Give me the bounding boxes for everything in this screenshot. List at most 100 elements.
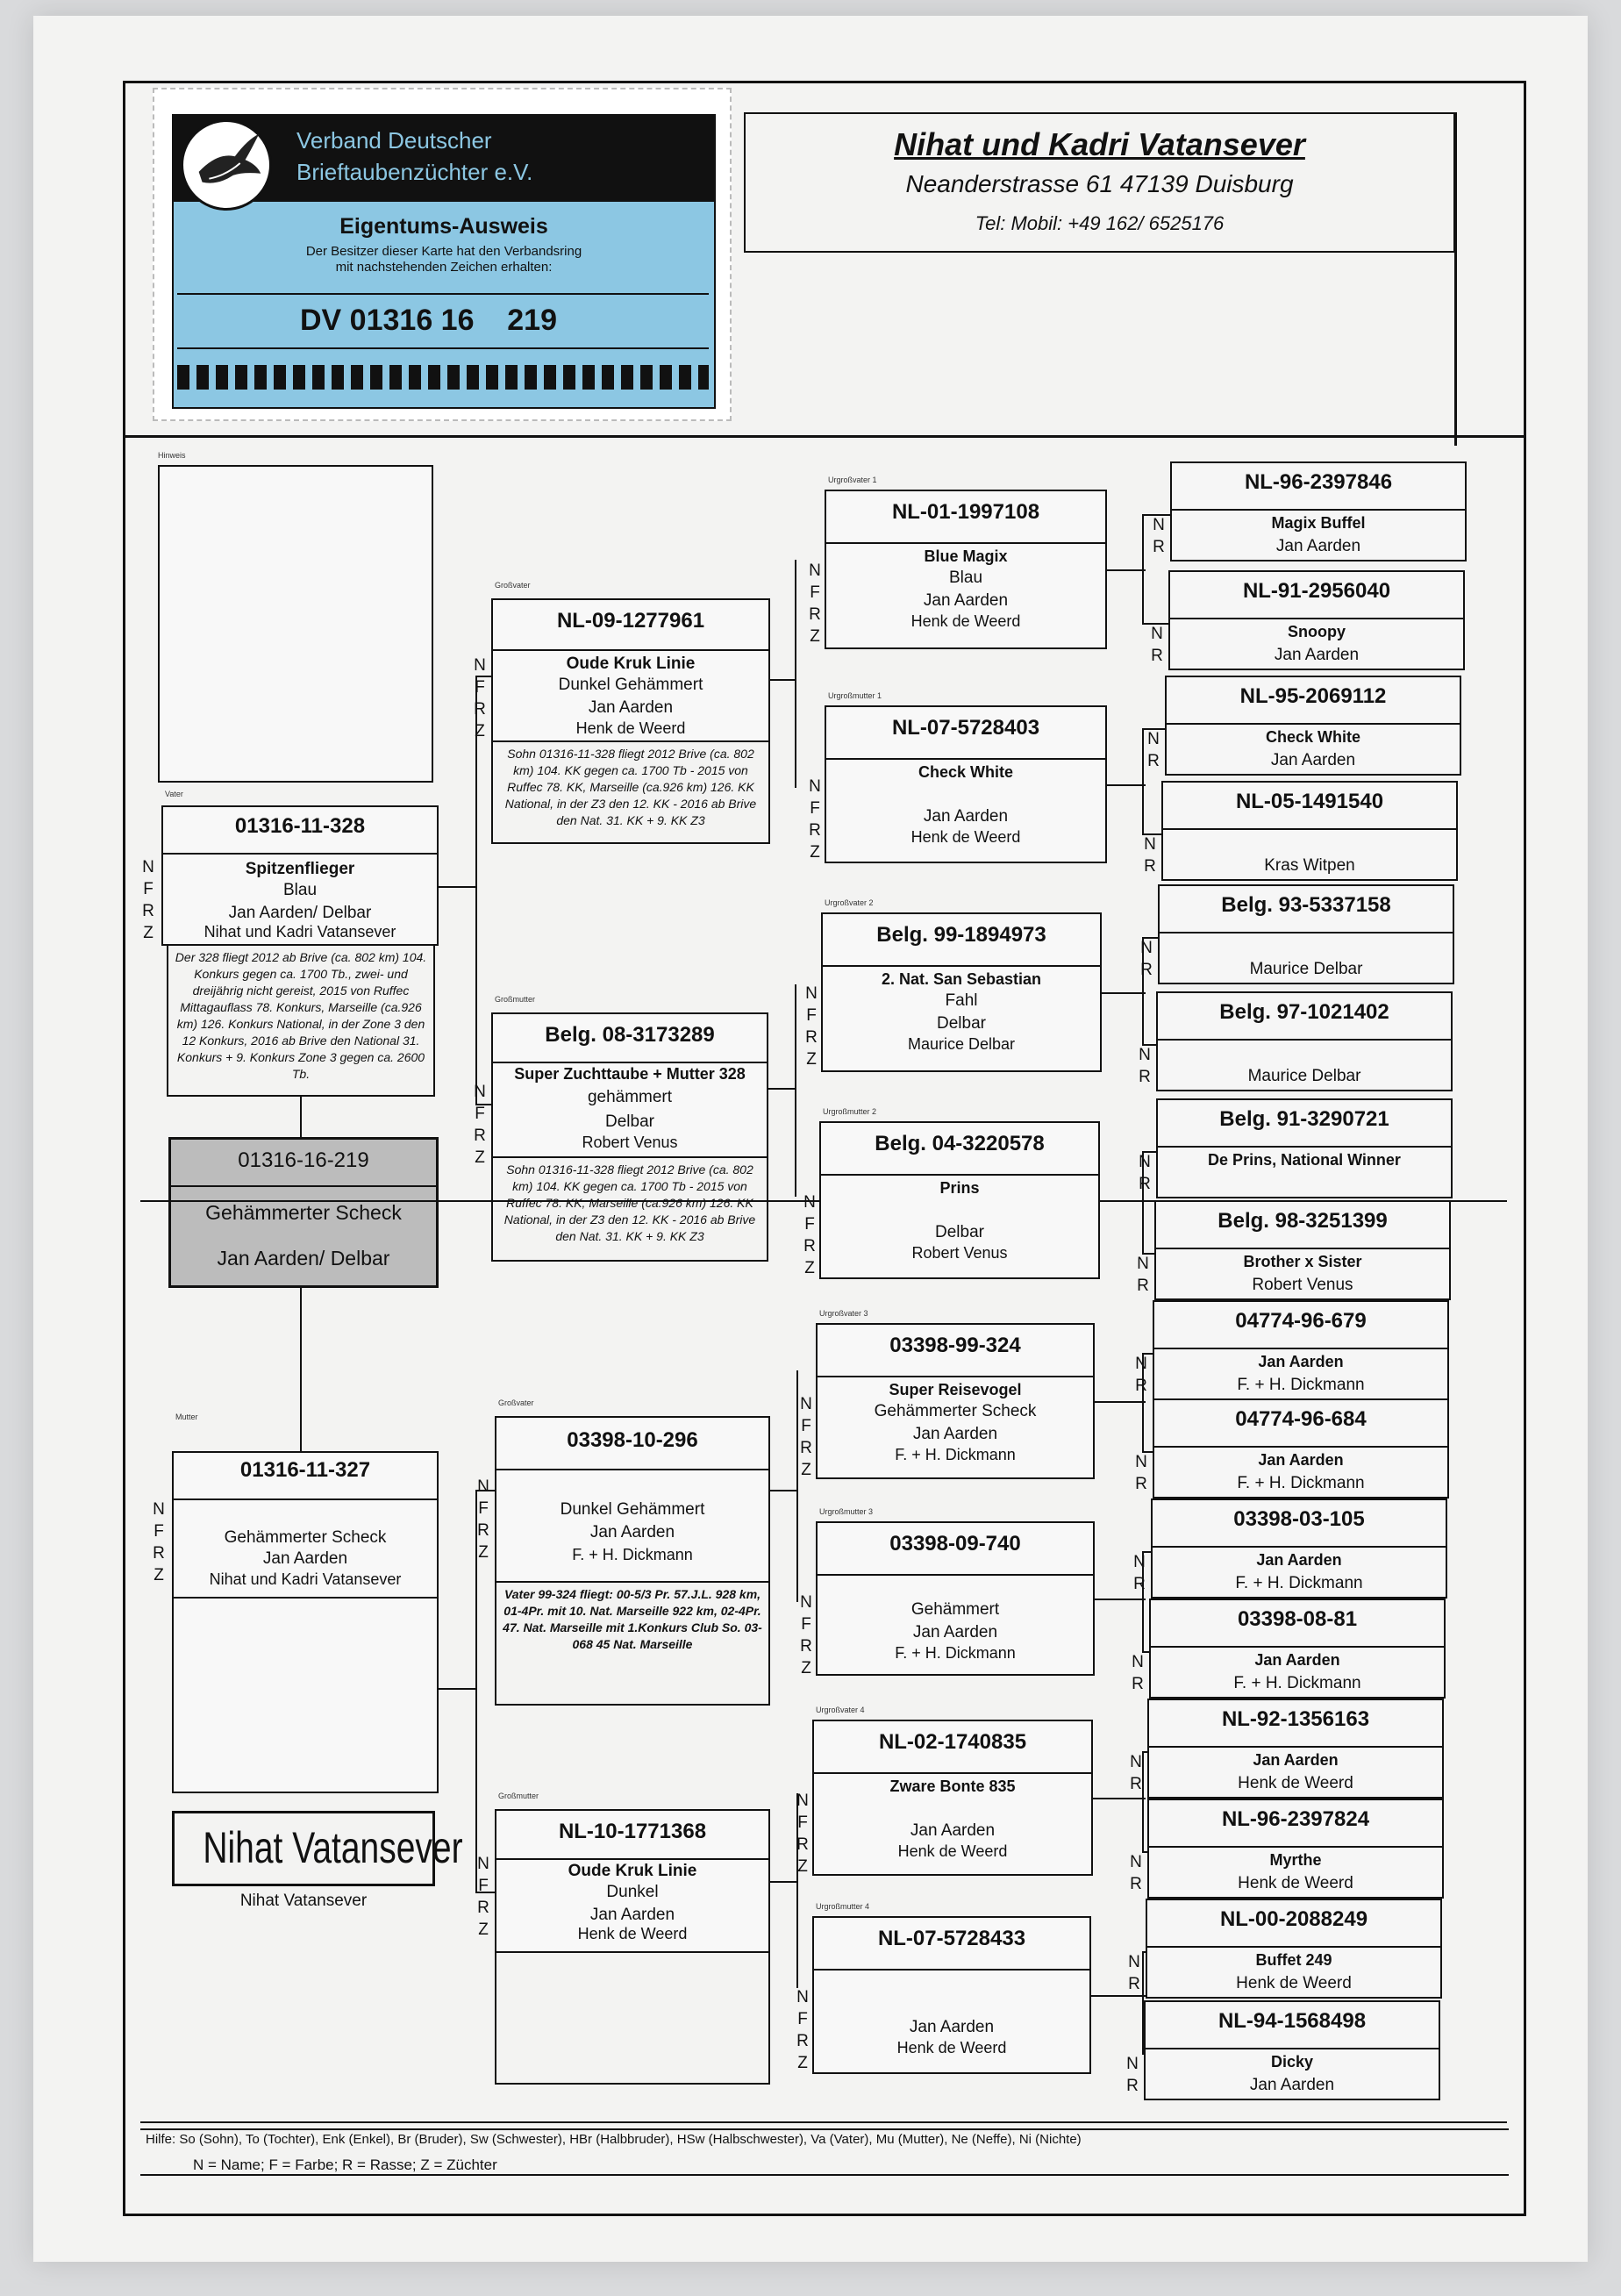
connector-mother-gp [439,1688,475,1690]
uug-name: Dicky [1270,2053,1314,2071]
uug-card: 04774-96-684 Jan Aarden F. + H. Dickmann [1153,1398,1449,1498]
letter-n: N [1147,730,1160,748]
ug-connector [1095,1401,1146,1403]
uug-ring-rule [1170,618,1463,619]
letter-z: Z [478,1920,489,1939]
letter-r: R [1128,1975,1140,1993]
letter-z: Z [797,1857,808,1876]
uug-ring-rule [1149,1846,1442,1848]
ug-ring: 03398-99-324 [889,1334,1021,1357]
connector-subject-mother [300,1288,302,1451]
letter-r: R [1139,1175,1151,1193]
card-org-line1: Verband Deutscher [296,127,492,154]
letter-r: R [1130,1875,1142,1893]
father-note: Der 328 fliegt 2012 ab Brive (ca. 802 km… [167,946,435,1097]
ownership-card: Verband Deutscher Brieftaubenzüchter e.V… [153,88,732,421]
ug-color: Blau [948,569,983,587]
uug-name: Jan Aarden [1258,1451,1344,1469]
letter-r: R [1153,538,1165,556]
ug-owner: Henk de Weerd [910,612,1021,630]
uug-ring-rule [1149,1746,1442,1748]
ug-card: Belg. 04-3220578 Prins Delbar Robert Ven… [819,1121,1100,1279]
letter-n: N [1135,1355,1147,1373]
gf1-label: Großvater [495,581,531,590]
ug-owner: Henk de Weerd [896,2039,1007,2056]
uug-ring-rule [1151,1646,1444,1648]
uug-ring: 03398-08-81 [1237,1607,1358,1631]
card-org-name: Verband Deutscher Brieftaubenzüchter e.V… [296,125,682,188]
ug-connector [1091,1995,1146,1997]
letter-z: Z [797,2054,808,2072]
uug-ring: NL-92-1356163 [1221,1707,1370,1731]
uug-connector [1142,623,1168,625]
uug-connector [1142,514,1170,516]
signature-stamp-text: Nihat Vatansever [203,1823,463,1872]
owner-header: Nihat und Kadri Vatansever Neanderstrass… [744,112,1456,253]
letter-z: Z [810,627,820,646]
uug-connector [1142,2053,1144,2055]
subject-color: Gehämmerter Scheck [205,1201,402,1224]
ug-label: Urgroßmutter 3 [819,1507,874,1516]
letter-n: N [153,1500,165,1519]
uug-connector [1142,1044,1156,1046]
uug-ring-rule [1158,1146,1451,1148]
ug-card: NL-07-5728433 Jan Aarden Henk de Weerd [812,1916,1091,2074]
letter-n: N [796,1792,809,1810]
uug-connector [1142,1451,1153,1453]
footer-divider [140,2121,1507,2123]
card-title: Eigentums-Ausweis [339,214,548,239]
letter-n: N [474,656,486,675]
gf2-card: 03398-10-296 Dunkel Gehämmert Jan Aarden… [495,1416,770,1583]
mutter-label: Mutter [175,1413,198,1421]
letter-f: F [804,1215,815,1234]
ug-label: Urgroßvater 2 [825,898,874,907]
ug-card: NL-02-1740835 Zware Bonte 835 Jan Aarden… [812,1720,1093,1876]
ug-uug-connector [1142,1353,1144,1451]
ug-breeder: Jan Aarden [912,1425,998,1443]
gf1-color: Dunkel Gehämmert [558,676,703,694]
letter-z: Z [154,1566,164,1584]
uug-breeder: Jan Aarden [1275,537,1361,555]
gm1-card: Belg. 08-3173289 Super Zuchttaube + Mutt… [491,1012,768,1158]
letter-r: R [142,902,154,920]
connector-father-subject [300,1097,302,1137]
uug-ring: NL-96-2397824 [1221,1807,1370,1831]
uug-breeder: F. + H. Dickmann [1237,1474,1365,1492]
connector-gm1-ug [768,1088,795,1090]
letter-r: R [796,1835,809,1854]
uug-card: 03398-08-81 Jan Aarden F. + H. Dickmann [1149,1599,1446,1699]
connector-gf1-ug-v [795,560,796,788]
gf1-card: NL-09-1277961 Oude Kruk Linie Dunkel Geh… [491,598,770,742]
uug-ring-rule [1154,1348,1447,1349]
owner-phone: Tel: Mobil: +49 162/ 6525176 [975,212,1225,234]
hinweis-label: Hinweis [158,451,186,460]
gm2-color: Dunkel [606,1883,659,1901]
gm2-owner: Henk de Weerd [577,1925,688,1942]
subject-breeder: Jan Aarden/ Delbar [217,1247,390,1270]
ug-owner: Robert Venus [911,1244,1008,1262]
ug-ring: NL-07-5728403 [891,716,1040,740]
uug-ring: 04774-96-679 [1235,1309,1367,1333]
vater-label: Vater [165,790,183,798]
card-header: Verband Deutscher Brieftaubenzüchter e.V… [174,116,714,211]
uug-card: NL-91-2956040 Snoopy Jan Aarden [1168,570,1465,670]
uug-connector [1142,728,1165,730]
ug-breeder: Delbar [937,1014,986,1033]
letter-r: R [477,1899,489,1917]
gm1-breeder: Delbar [605,1112,654,1131]
ug-owner: F. + H. Dickmann [895,1644,1016,1662]
letter-n: N [800,1593,812,1612]
uug-breeder: Henk de Weerd [1236,1974,1352,1992]
uug-ring: 03398-03-105 [1233,1507,1365,1531]
letter-r: R [803,1237,816,1255]
letter-n: N [142,858,154,876]
ug-breeder: Jan Aarden [909,2018,995,2036]
ug-owner: Maurice Delbar [907,1035,1016,1053]
